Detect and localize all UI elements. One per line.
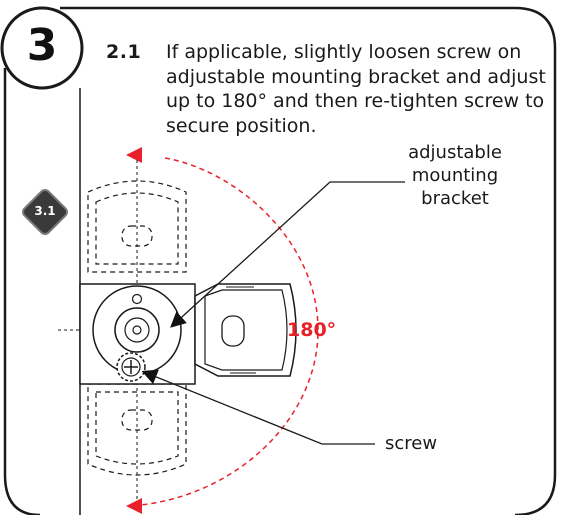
sub-step-badge-label: 3.1 bbox=[34, 204, 56, 218]
bracket-leader-line bbox=[170, 181, 405, 328]
bracket-callout-line: bracket bbox=[421, 188, 489, 209]
speaker-ghost-top bbox=[87, 180, 187, 273]
instruction-line: If applicable, slightly loosen screw on bbox=[166, 41, 522, 63]
instruction-line: up to 180° and then re-tighten screw to bbox=[166, 90, 545, 112]
screw-callout: screw bbox=[385, 433, 438, 454]
speaker-body bbox=[194, 283, 297, 377]
step-number: 3 bbox=[26, 20, 58, 71]
screw bbox=[116, 352, 146, 382]
instruction-line: secure position. bbox=[166, 114, 317, 137]
screw-leader-line bbox=[141, 369, 375, 445]
bracket-callout-line: mounting bbox=[411, 165, 499, 186]
rotation-arrow-top bbox=[126, 147, 142, 163]
mounting-bracket bbox=[92, 285, 182, 375]
bracket-callout: adjustable mounting bracket bbox=[380, 141, 530, 210]
sub-step-badge bbox=[22, 189, 68, 235]
rotation-arrow-bottom bbox=[126, 498, 142, 514]
instruction-line: adjustable mounting bracket and adjust bbox=[166, 65, 546, 88]
bracket-callout-line: adjustable bbox=[408, 142, 502, 163]
speaker-ghost-bottom bbox=[87, 383, 187, 476]
rotation-arc bbox=[139, 157, 319, 506]
step-number-circle bbox=[0, 6, 84, 90]
instruction-number: 2.1 bbox=[106, 41, 142, 63]
rotation-angle-label: 180° bbox=[287, 319, 337, 341]
